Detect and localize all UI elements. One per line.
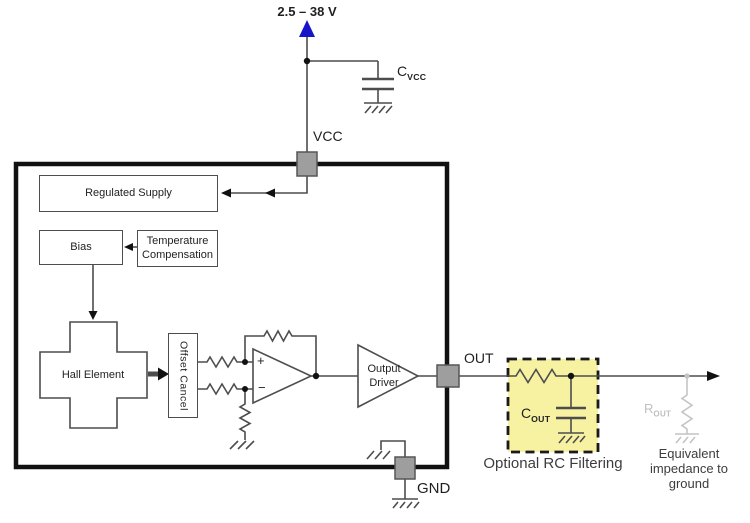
vcc-pin [296, 151, 318, 177]
output-driver-label: Output Driver [367, 363, 401, 390]
output-arrowhead-icon [707, 371, 720, 381]
hall-element-cross-shape [39, 321, 148, 429]
gnd-pin [394, 456, 416, 480]
regulator-arrowhead-icon [221, 188, 231, 198]
opamp-output-junction-dot [312, 372, 320, 380]
equivalent-load-symbol [675, 373, 699, 444]
bias-block: Bias [39, 230, 123, 265]
opamp-triangle [252, 347, 313, 405]
supply-branch-wires [306, 36, 379, 152]
rout-label: ROUT [644, 401, 672, 419]
output-driver-triangle [357, 343, 420, 409]
feedback-resistor-loop [244, 329, 317, 376]
opamp-minus-input-label: − [258, 380, 266, 395]
regulator-mid-arrowhead-icon [265, 188, 275, 198]
gnd-internal-wire [380, 440, 406, 457]
output-line-with-filter-resistor [459, 367, 707, 385]
cout-label: COUT [521, 405, 551, 424]
vcc-pin-label: VCC [313, 128, 343, 144]
vcc-to-regulator-wire [223, 176, 308, 194]
out-pin-label: OUT [464, 350, 494, 366]
temperature-compensation-block: Temperature Compensation [137, 230, 218, 267]
offset-cancel-label: Offset Cancel [177, 340, 190, 411]
gnd-chassis-ground-icon [366, 450, 391, 460]
regulated-supply-label: Regulated Supply [85, 186, 172, 199]
temperature-compensation-label: Temperature Compensation [142, 235, 213, 261]
opamp-chassis-ground-icon [229, 440, 255, 450]
supply-arrow-icon [299, 20, 315, 37]
cout-ground-icon [558, 432, 586, 444]
bias-label: Bias [70, 240, 92, 253]
filter-junction-dot [567, 372, 575, 380]
cvcc-capacitor-symbol [362, 77, 394, 91]
cout-subscript: OUT [531, 413, 551, 424]
offset-cancel-arrowhead-icon [158, 367, 169, 381]
rout-symbol: R [644, 401, 654, 416]
supply-junction-dot [303, 57, 311, 65]
rc-filtering-caption: Optional RC Filtering [483, 455, 623, 472]
hall-element-label: Hall Element [61, 369, 125, 381]
regulated-supply-block: Regulated Supply [39, 175, 218, 212]
cvcc-label: CVCC [397, 63, 427, 82]
gnd-pin-label: GND [417, 480, 451, 497]
gnd-earth-ground-icon [392, 498, 420, 509]
minus-input-ground-resistor [238, 389, 252, 440]
supply-voltage-label: 2.5 – 38 V [277, 4, 337, 19]
cvcc-symbol: C [397, 63, 408, 79]
bias-arrowhead-icon [124, 243, 133, 251]
offset-cancel-block: Offset Cancel [168, 333, 198, 418]
cvcc-subscript: VCC [407, 71, 427, 82]
rout-subscript: OUT [653, 409, 672, 419]
out-pin [436, 364, 460, 388]
hall-arrowhead-icon [88, 311, 98, 320]
plus-input-junction-dot [242, 359, 248, 365]
cvcc-ground-icon [364, 102, 393, 114]
minus-input-junction-dot [242, 386, 248, 392]
opamp-plus-input-label: + [257, 353, 265, 368]
offset-cancel-output-resistors [198, 355, 253, 396]
equivalent-impedance-caption: Equivalent impedance to ground [649, 446, 729, 491]
cout-symbol: C [521, 405, 532, 421]
cout-capacitor-symbol [556, 376, 586, 433]
